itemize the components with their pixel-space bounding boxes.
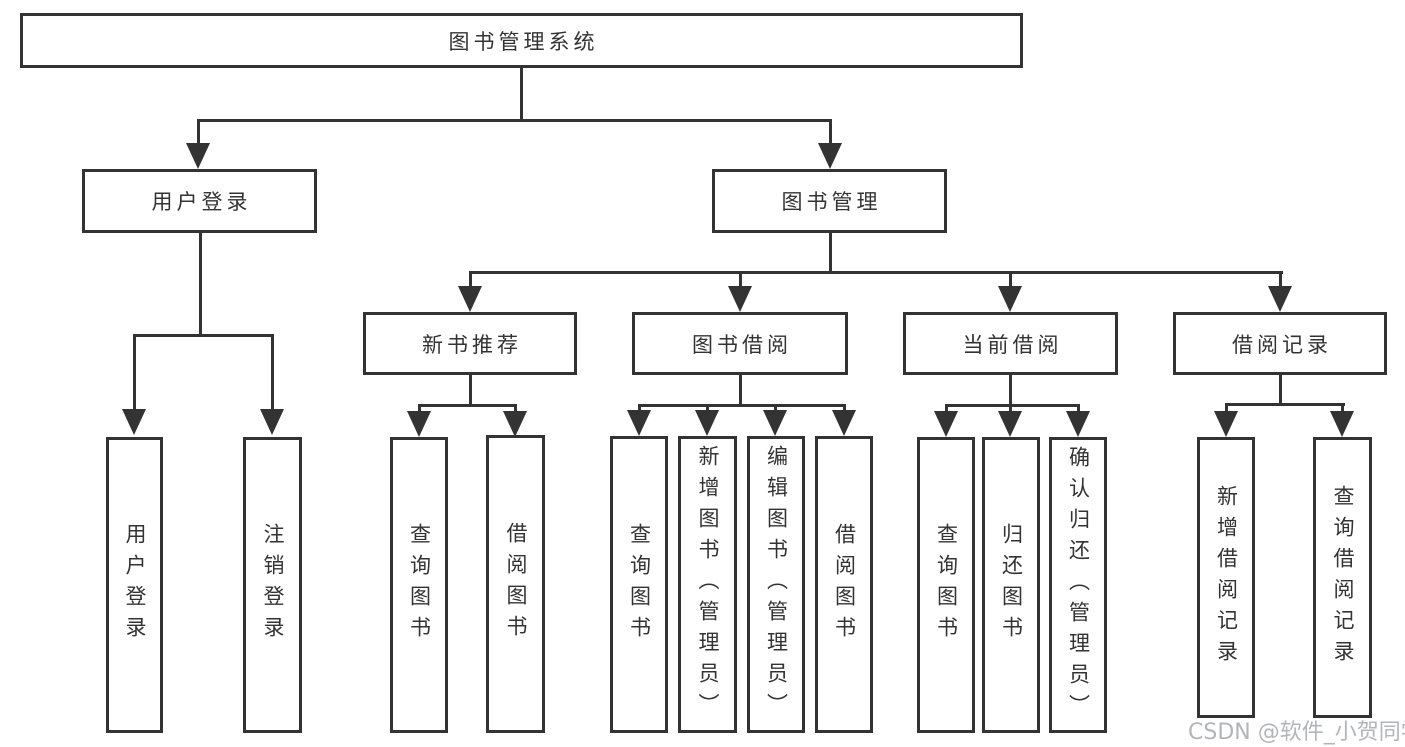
arrow-down-icon bbox=[1268, 286, 1292, 312]
connector-line bbox=[418, 404, 421, 412]
connector-line bbox=[199, 233, 202, 337]
connector-line bbox=[469, 271, 472, 289]
connector-line bbox=[1279, 375, 1282, 406]
leaf-edit-book-admin: 编辑图书（管理员） bbox=[747, 436, 805, 733]
leaf-add-book-admin: 新增图书（管理员） bbox=[678, 436, 737, 733]
connector-line bbox=[133, 334, 274, 337]
arrow-down-icon bbox=[122, 409, 146, 435]
connector-line bbox=[638, 404, 641, 411]
connector-line bbox=[774, 404, 777, 411]
arrow-down-icon bbox=[1214, 411, 1238, 437]
connector-line bbox=[829, 233, 832, 274]
leaf-borrow-book: 借阅图书 bbox=[815, 436, 873, 733]
node-borrow-record: 借阅记录 bbox=[1173, 312, 1387, 375]
leaf-add-borrow-record: 新增借阅记录 bbox=[1197, 437, 1255, 718]
arrow-down-icon bbox=[998, 286, 1022, 312]
arrow-down-icon bbox=[1066, 411, 1090, 437]
node-user-login: 用户登录 bbox=[82, 169, 317, 233]
connector-line bbox=[520, 68, 523, 120]
leaf-search-book-current: 查询图书 bbox=[917, 437, 975, 733]
node-root: 图书管理系统 bbox=[20, 13, 1023, 68]
leaf-return-book: 归还图书 bbox=[982, 437, 1040, 733]
leaf-logout: 注销登录 bbox=[243, 437, 302, 733]
arrow-down-icon bbox=[832, 410, 856, 436]
connector-line bbox=[945, 404, 1080, 407]
connector-line bbox=[829, 119, 832, 145]
connector-line bbox=[469, 375, 472, 407]
arrow-down-icon bbox=[763, 410, 787, 436]
connector-line bbox=[1009, 404, 1012, 412]
arrow-down-icon bbox=[1330, 411, 1354, 437]
leaf-confirm-return-admin: 确认归还（管理员） bbox=[1049, 437, 1107, 733]
connector-line bbox=[1009, 271, 1012, 289]
arrow-down-icon bbox=[818, 143, 842, 169]
connector-line bbox=[271, 334, 274, 410]
connector-line bbox=[1225, 403, 1228, 412]
arrow-down-icon bbox=[260, 409, 284, 435]
connector-line bbox=[706, 404, 709, 411]
connector-line bbox=[638, 404, 846, 407]
leaf-borrow-book-recommend: 借阅图书 bbox=[486, 435, 545, 733]
connector-line bbox=[1009, 375, 1012, 407]
connector-line bbox=[1341, 403, 1344, 412]
leaf-search-borrow-record: 查询借阅记录 bbox=[1313, 437, 1372, 718]
connector-line bbox=[514, 404, 517, 412]
connector-line bbox=[1225, 403, 1345, 406]
connector-line bbox=[197, 119, 832, 122]
arrow-down-icon bbox=[695, 410, 719, 436]
arrow-down-icon bbox=[728, 286, 752, 312]
arrow-down-icon bbox=[186, 143, 210, 169]
connector-line bbox=[739, 271, 742, 289]
connector-line bbox=[739, 375, 742, 407]
connector-line bbox=[418, 404, 517, 407]
leaf-search-book-borrow: 查询图书 bbox=[610, 436, 668, 733]
node-book-borrow: 图书借阅 bbox=[632, 312, 848, 375]
leaf-user-login: 用户登录 bbox=[106, 437, 163, 733]
arrow-down-icon bbox=[458, 286, 482, 312]
node-current-borrow: 当前借阅 bbox=[903, 312, 1118, 375]
node-book-management: 图书管理 bbox=[712, 169, 947, 233]
connector-line bbox=[133, 334, 136, 410]
arrow-down-icon bbox=[407, 411, 431, 437]
leaf-search-book-recommend: 查询图书 bbox=[390, 437, 448, 733]
connector-line bbox=[469, 271, 1283, 274]
arrow-down-icon bbox=[998, 411, 1022, 437]
connector-line bbox=[843, 404, 846, 411]
arrow-down-icon bbox=[503, 411, 527, 437]
node-new-book-recommend: 新书推荐 bbox=[363, 312, 577, 375]
arrow-down-icon bbox=[934, 411, 958, 437]
connector-line bbox=[1077, 404, 1080, 412]
connector-line bbox=[1279, 271, 1282, 289]
connector-line bbox=[945, 404, 948, 412]
connector-line bbox=[197, 119, 200, 145]
arrow-down-icon bbox=[627, 410, 651, 436]
csdn-watermark: CSDN @软件_小贺同学 bbox=[1188, 720, 1405, 745]
